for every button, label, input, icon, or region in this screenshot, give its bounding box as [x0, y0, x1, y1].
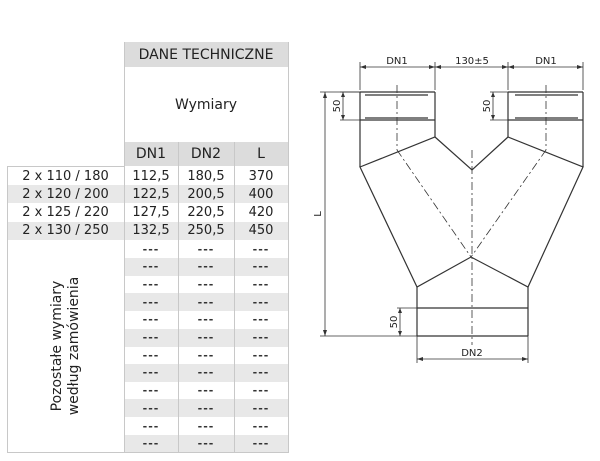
placeholder-cell: --- — [252, 242, 270, 256]
placeholder-cell: --- — [252, 277, 270, 291]
placeholder-cell: --- — [124, 328, 178, 347]
column-header-dn1: DN1 — [124, 142, 178, 166]
cell-dn1: 122,5 — [124, 185, 178, 204]
cell-l: 450 — [234, 221, 288, 240]
dim-dn1-left: DN1 — [386, 56, 408, 67]
cell-dn2: 200,5 — [178, 185, 234, 204]
column-header-dn2: DN2 — [178, 142, 234, 166]
placeholder-cell: --- — [178, 293, 234, 312]
placeholder-cell: --- — [197, 313, 215, 327]
cell-l: 420 — [248, 205, 274, 221]
left-inlet-pipe — [359, 91, 436, 167]
placeholder-cell: --- — [142, 277, 160, 291]
outlet-pipe — [416, 287, 529, 337]
cell-dn1: 132,5 — [124, 221, 178, 240]
table-title: DANE TECHNICZNE — [124, 42, 288, 67]
placeholder-cell: --- — [197, 384, 215, 398]
placeholder-cell: --- — [124, 257, 178, 276]
placeholder-cell: --- — [252, 384, 270, 398]
table-subtitle: Wymiary — [174, 96, 238, 113]
cell-dn1: 127,5 — [132, 205, 170, 221]
placeholder-cell: --- — [234, 328, 288, 347]
dim-gap: 130±5 — [455, 56, 489, 67]
placeholder-cell: --- — [142, 242, 160, 256]
cell-dn2: 250,5 — [178, 221, 234, 240]
branch-body — [359, 136, 584, 288]
dim-dn2: DN2 — [461, 348, 483, 359]
cell-dn2: 180,5 — [187, 168, 225, 184]
placeholder-cell: --- — [142, 384, 160, 398]
row-label: 2 x 130 / 250 — [7, 221, 124, 240]
center-lines — [396, 85, 547, 345]
placeholder-cell: --- — [124, 363, 178, 382]
placeholder-cell: --- — [142, 313, 160, 327]
placeholder-cell: --- — [178, 399, 234, 418]
dim-length: L — [313, 211, 324, 217]
placeholder-cell: --- — [142, 348, 160, 362]
placeholder-cell: --- — [197, 242, 215, 256]
right-inlet-pipe — [507, 91, 584, 167]
placeholder-cell: --- — [178, 328, 234, 347]
placeholder-cell: --- — [234, 257, 288, 276]
placeholder-cell: --- — [234, 363, 288, 382]
cell-l: 370 — [248, 168, 274, 184]
placeholder-cell: --- — [197, 277, 215, 291]
placeholder-cell: --- — [252, 313, 270, 327]
column-header-l: L — [234, 142, 288, 166]
placeholder-cell: --- — [178, 363, 234, 382]
cell-dn2: 220,5 — [187, 205, 225, 221]
placeholder-cell: --- — [178, 257, 234, 276]
placeholder-cell: --- — [234, 434, 288, 453]
cell-dn1: 112,5 — [132, 168, 170, 184]
placeholder-cell: --- — [197, 348, 215, 362]
placeholder-cell: --- — [234, 399, 288, 418]
placeholder-cell: --- — [124, 293, 178, 312]
dim-collar-bottom: 50 — [389, 316, 400, 329]
placeholder-cell: --- — [252, 348, 270, 362]
placeholder-cell: --- — [124, 399, 178, 418]
row-label: 2 x 125 / 220 — [22, 205, 109, 221]
cell-l: 400 — [234, 185, 288, 204]
dim-dn1-right: DN1 — [535, 56, 557, 67]
dim-collar-left: 50 — [332, 100, 343, 113]
placeholder-cell: --- — [197, 419, 215, 433]
placeholder-cell: --- — [124, 434, 178, 453]
placeholder-cell: --- — [234, 293, 288, 312]
row-label: 2 x 120 / 200 — [7, 185, 124, 204]
placeholder-cell: --- — [142, 419, 160, 433]
row-label: 2 x 110 / 180 — [22, 168, 109, 184]
placeholder-cell: --- — [178, 434, 234, 453]
placeholder-cell: --- — [252, 419, 270, 433]
dim-collar-right: 50 — [482, 100, 493, 113]
